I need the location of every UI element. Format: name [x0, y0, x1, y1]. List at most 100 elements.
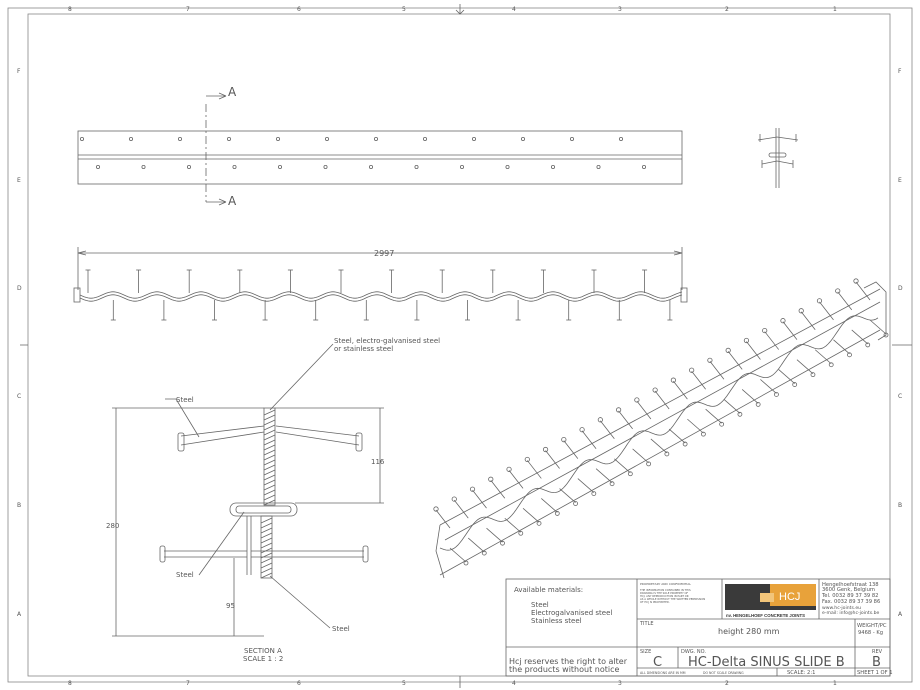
iso-sinus-plate [439, 315, 879, 551]
side-view-end-cap [73, 287, 81, 303]
iso-anchor-stud [800, 311, 816, 330]
iso-anchor-head [591, 491, 597, 497]
iso-anchor-stud [869, 319, 887, 335]
callout-steel-lower-left: Steel [176, 571, 194, 579]
side-view-end-cap [680, 287, 688, 303]
hatch-line [263, 464, 276, 471]
hatch-line [263, 439, 276, 446]
hatch-line [263, 449, 276, 456]
iso-anchor-head [536, 520, 542, 526]
hatch-line [260, 547, 273, 554]
isometric-view [433, 278, 889, 579]
iso-anchor-head [609, 481, 615, 487]
iso-anchor-stud [741, 389, 759, 404]
side-view: 2997 [73, 247, 688, 321]
iso-anchor-head [646, 461, 652, 467]
zone-labels-top: 8 7 6 5 4 3 2 1 [68, 6, 837, 13]
leader-line [165, 398, 200, 438]
iso-anchor-stud [508, 470, 524, 489]
iso-anchor-head [762, 327, 768, 334]
slide-sleeve [229, 502, 298, 517]
anchor-hole [422, 136, 427, 141]
iso-anchor-stud [782, 321, 798, 340]
hatch-line [263, 484, 276, 491]
hatch-line [260, 567, 273, 574]
zone-label: D [17, 285, 22, 292]
confidential-text: OF HCJ IS PROHIBITED. [640, 600, 670, 604]
iso-anchor-stud [581, 430, 597, 449]
overall-length-dimension: 2997 [374, 249, 394, 258]
hatch-line [263, 434, 276, 441]
iso-anchor-stud [778, 369, 795, 384]
end-view-anchor [761, 160, 794, 168]
anchor-hole [459, 164, 464, 169]
zone-label: 6 [297, 680, 301, 687]
iso-anchor-head [652, 387, 658, 393]
zone-label: C [17, 393, 21, 400]
iso-anchor-stud [796, 359, 814, 374]
iso-anchors [433, 278, 889, 566]
iso-anchor-stud [814, 349, 832, 365]
iso-anchor-head [798, 308, 804, 314]
size-label: SIZE [640, 649, 651, 655]
iso-anchor-stud [618, 410, 633, 430]
iso-anchor-stud [522, 508, 540, 523]
top-view-outline [77, 130, 683, 185]
top-view-holes [80, 136, 647, 169]
anchor-hole [96, 164, 101, 169]
iso-end [435, 524, 445, 579]
iso-anchor-head [810, 372, 816, 378]
iso-anchor-head [579, 427, 585, 433]
anchor-hole [324, 136, 329, 141]
iso-anchor-stud [837, 291, 853, 311]
anchor-hole [275, 136, 280, 141]
iso-anchor-stud [691, 370, 706, 390]
iso-anchor-head [755, 401, 761, 407]
iso-anchor-head [835, 288, 841, 294]
iso-anchor-head [865, 342, 871, 348]
zone-label: D [898, 285, 903, 292]
anchor-head [177, 432, 185, 452]
leader-line [269, 343, 334, 411]
iso-anchor-head [700, 431, 706, 437]
iso-anchor-stud [727, 351, 743, 370]
center-marks [20, 4, 912, 688]
zone-label: 1 [833, 6, 837, 13]
weight-value: 9468 - Kg [858, 630, 883, 636]
iso-anchor-stud [746, 341, 761, 360]
anchor-hole [141, 164, 146, 169]
confidential-text: THE INFORMATION CONTAINED IN THIS [640, 588, 691, 592]
section-arrow [206, 92, 227, 100]
iso-anchor-stud [632, 448, 649, 464]
iso-anchor-head [561, 437, 567, 443]
sinus-plate [79, 294, 683, 302]
dimension-116: 116 [371, 458, 385, 466]
dwg-value: HC-Delta SINUS SLIDE B [688, 655, 845, 670]
plate-hatching [260, 409, 276, 579]
anchor-hole [619, 136, 624, 141]
material-item: Electrogalvanised steel [531, 609, 612, 617]
hatch-line [263, 489, 276, 496]
address-line: Tel. 0032 89 37 39 82 [821, 593, 878, 599]
anchor-hole [128, 136, 133, 141]
confidential-text: HCJ. ANY REPRODUCTION IN PART OR [640, 594, 689, 598]
iso-anchor-stud [636, 400, 652, 420]
iso-anchor-head [573, 501, 578, 506]
logo-accent [770, 584, 816, 606]
iso-anchor-stud [467, 537, 485, 553]
anchor-hole [642, 164, 647, 169]
zone-label: B [898, 502, 902, 509]
address-line: e-mail: info@hc-joints.be [822, 610, 879, 616]
anchor-hole [277, 164, 282, 169]
hatch-line [260, 517, 273, 524]
anchor-hole [471, 136, 476, 141]
side-view-anchors [85, 269, 673, 321]
end-view-sleeve [768, 152, 787, 158]
hatch-line [263, 414, 276, 421]
iso-anchor-stud [833, 339, 850, 355]
hatch-line [263, 419, 276, 426]
section-marker-label: A [228, 85, 237, 99]
section-marker-label: A [228, 194, 237, 208]
iso-anchor-stud [577, 478, 595, 493]
